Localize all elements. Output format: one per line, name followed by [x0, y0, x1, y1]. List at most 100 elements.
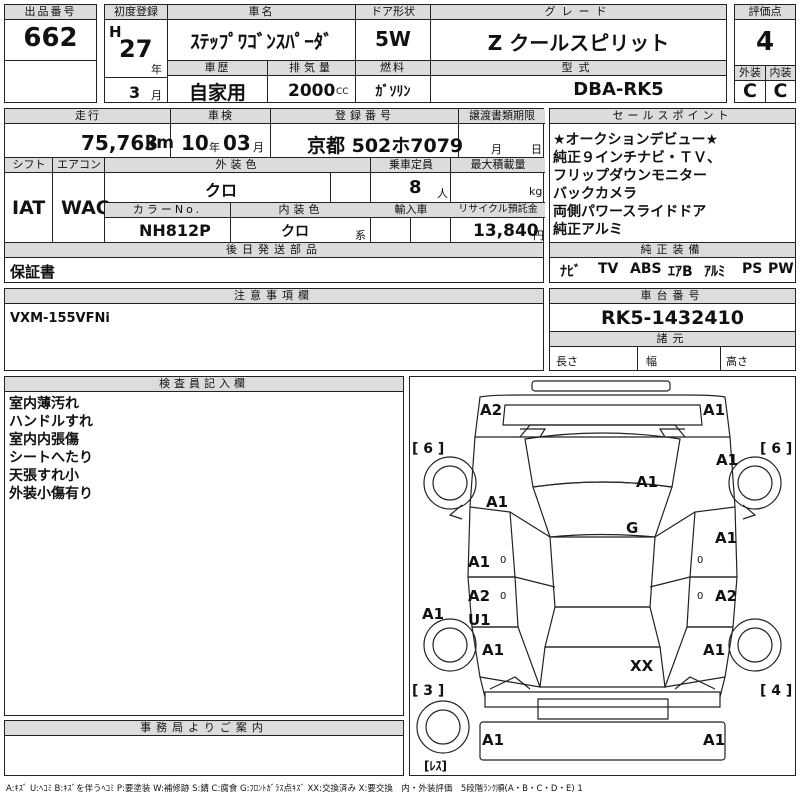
vehicle-info-block: 走行 車検 登録番号 譲渡書類期限 75,763 km 10 年 03 月 京都… [4, 108, 545, 283]
capacity-label: 乗車定員 [371, 158, 451, 173]
first-reg-label: 初度登録 [105, 5, 167, 20]
displacement-unit: CC [336, 87, 349, 97]
damage-diagram: [ 6 ] [ 6 ] [ 3 ] [ 4 ] [ﾚｽ] A2 A1 A1 A1… [409, 376, 796, 776]
mark-door-rl-1: A2 [468, 587, 491, 605]
recycle-value: 13,840 [473, 221, 539, 241]
interior-label: 内装 [766, 66, 795, 81]
mark-bumper-rr: A1 [703, 731, 726, 749]
displacement-label: 排気量 [268, 61, 355, 76]
exterior-cell: 外装 C [734, 65, 766, 103]
later-label: 後日発送部品 [5, 243, 543, 258]
mileage-unit: km [145, 133, 175, 153]
sales-points-box: セールスポイント ★オークションデビュー★ 純正９インチナビ・ＴＶ、 フリップダ… [549, 108, 796, 283]
mark-quarter-left: A1 [482, 641, 505, 659]
tire-rr-label: [ 4 ] [760, 683, 793, 699]
chassis-box: 車台番号 RK5-1432410 諸元 長さ 幅 高さ [549, 288, 796, 371]
header-block: 出品番号 662 初度登録 H 27 年 3 月 車名 ｽﾃｯﾌﾟﾜｺﾞﾝｽﾊﾟ… [4, 4, 796, 104]
tire-fl-label: [ 6 ] [412, 441, 445, 457]
inspector-note-5: 天張すれ小 [9, 468, 79, 484]
lot-label: 出品番号 [5, 5, 96, 20]
mark-front-right: A1 [703, 401, 726, 419]
plate-value: 京都 502ホ7079 [307, 135, 464, 157]
mark-zero-1: 0 [500, 555, 507, 566]
int-color-unit: 系 [355, 229, 366, 242]
car-name-label: 車名 [168, 5, 355, 20]
inspection-month: 03 [223, 131, 251, 155]
history-value: 自家用 [188, 82, 246, 104]
model-cell: 型式 DBA-RK5 [430, 60, 727, 103]
car-name-cell: 車名 ｽﾃｯﾌﾟﾜｺﾞﾝｽﾊﾟｰﾀﾞ [167, 4, 356, 61]
lot-blank [4, 60, 97, 103]
sales-points-label: セールスポイント [550, 109, 795, 124]
sales-line-4: バックカメラ [553, 186, 637, 202]
capacity-unit: 人 [437, 187, 448, 200]
inspector-note-2: ハンドルすれ [9, 414, 93, 430]
mark-fender-right: A1 [716, 451, 739, 469]
tire-fr-label: [ 6 ] [760, 441, 793, 457]
inspector-note-1: 室内薄汚れ [9, 396, 79, 412]
year-unit: 年 [151, 63, 162, 76]
chassis-label: 車台番号 [550, 289, 795, 304]
caution-value: VXM-155VFNi [10, 311, 110, 326]
transfer-label: 譲渡書類期限 [459, 109, 545, 124]
capacity-value: 8 [409, 177, 422, 198]
equipment-nav: ﾅﾋﾞ [560, 264, 581, 280]
equipment-abs: ABS [630, 261, 662, 277]
caution-box: 注意事項欄 VXM-155VFNi [4, 288, 544, 371]
displacement-value: 2000 [288, 81, 336, 101]
later-value: 保証書 [10, 263, 56, 281]
width-label: 幅 [646, 355, 657, 368]
mark-door-rl-2: U1 [468, 611, 491, 629]
sales-line-3: フリップダウンモニター [553, 168, 707, 184]
recycle-label: リサイクル預託金 [451, 203, 545, 218]
mark-pillar-left: A1 [422, 605, 445, 623]
spare-label: [ﾚｽ] [424, 759, 447, 773]
color-label: 外装色 [105, 158, 371, 173]
month-unit: 月 [151, 89, 162, 102]
inspector-note-4: シートへたり [9, 450, 93, 466]
mark-fender-left: A1 [486, 493, 509, 511]
grade-value: Z クールスピリット [487, 31, 670, 55]
mark-door-rr: A2 [715, 587, 738, 605]
mark-roof: G [626, 519, 639, 537]
load-label: 最大積載量 [451, 158, 545, 173]
fuel-value: ｶﾞｿﾘﾝ [375, 84, 411, 100]
fuel-cell: 燃料 ｶﾞｿﾘﾝ [355, 60, 431, 103]
door-value: 5W [375, 27, 411, 51]
inspector-note-6: 外装小傷有り [9, 486, 93, 502]
mark-hood: A1 [636, 473, 659, 491]
year-value: 27 [119, 35, 153, 63]
inspection-label: 車検 [171, 109, 271, 124]
mark-bumper-rl: A1 [482, 731, 505, 749]
exterior-value: C [743, 80, 757, 102]
ac-value: WAC [61, 197, 110, 219]
shift-label: シフト [5, 158, 53, 173]
color-no-value: NH812P [139, 221, 211, 240]
equipment-airbag: ｴｱB [668, 264, 693, 280]
mark-zero-4: 0 [697, 591, 704, 602]
first-reg-cell: 初度登録 H 27 年 3 月 [104, 4, 168, 103]
spec-label: 諸元 [550, 332, 795, 347]
history-label: 車歴 [168, 61, 267, 76]
inspector-label: 検査員記入欄 [5, 377, 403, 392]
lot-value: 662 [23, 23, 78, 53]
displacement-cell: 排気量 2000 CC [267, 60, 356, 103]
recycle-unit: 円 [533, 229, 544, 242]
int-color-value: クロ [281, 224, 309, 240]
legend-text: A:ｷｽﾞ U:ﾍｺﾐ B:ｷｽﾞを伴うﾍｺﾐ P:要塗装 W:補修跡 S:錆 … [6, 784, 583, 794]
mark-front-left: A2 [480, 401, 503, 419]
score-cell: 評価点 4 [734, 4, 796, 66]
plate-label: 登録番号 [271, 109, 459, 124]
interior-value: C [773, 80, 788, 102]
office-box: 事務局よりご案内 [4, 720, 404, 776]
office-label: 事務局よりご案内 [5, 721, 403, 736]
sales-line-6: 純正アルミ [553, 222, 623, 238]
door-cell: ドア形状 5W [355, 4, 431, 61]
lot-cell: 出品番号 662 [4, 4, 97, 61]
int-color-label: 内装色 [231, 203, 371, 218]
grade-label: グレード [431, 5, 726, 20]
equipment-pw: PW [768, 261, 794, 277]
shift-value: IAT [12, 197, 46, 219]
inspection-year-unit: 年 [209, 141, 220, 154]
era-prefix: H [109, 23, 122, 41]
